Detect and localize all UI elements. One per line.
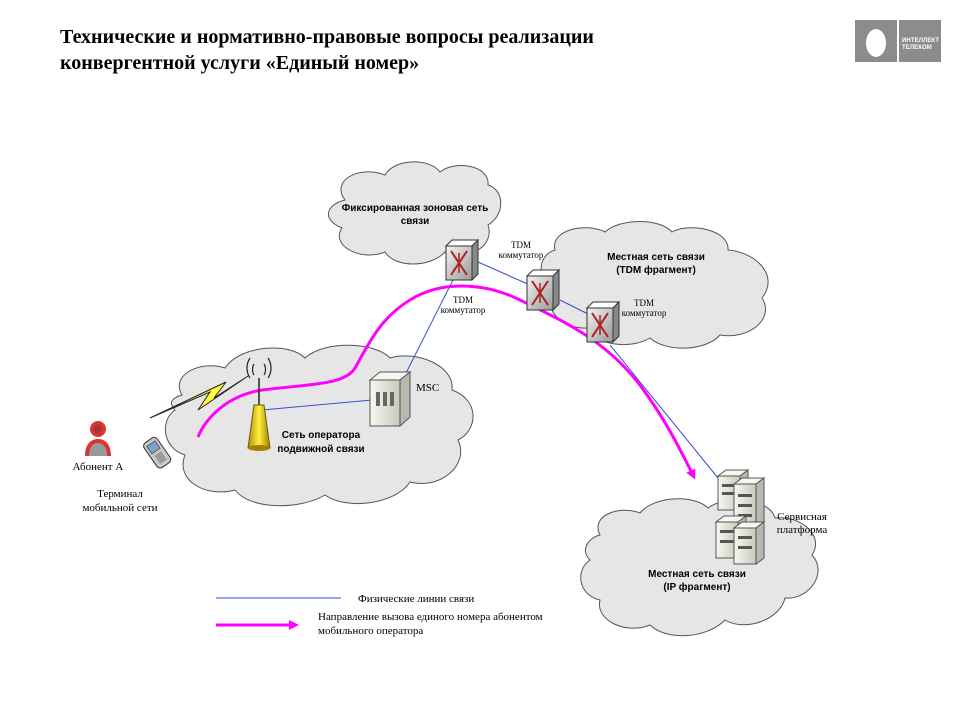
local-tdm-network-label-line-2: (TDM фрагмент) (616, 264, 696, 276)
tdm-switch-2-label-line-1: TDM (453, 295, 473, 305)
tdm-switch-1-label-line-2: коммутатор (499, 250, 544, 260)
cloud-fixed-zone-network (328, 161, 502, 265)
subscriber-person-icon (85, 421, 111, 456)
base-station-tower-icon (246, 357, 272, 451)
slide-title-line-2: конвергентной услуги «Единый номер» (60, 52, 420, 74)
tdm-switch-1-icon (444, 238, 480, 282)
legend: Физические линии связи Направление вызов… (216, 593, 543, 637)
cloud-mobile-operator-network (164, 344, 474, 507)
mobile-network-label-line-1: Сеть оператора (282, 430, 361, 441)
service-platform-label-line-2: платформа (777, 524, 828, 536)
link-tdm2-tdm3 (559, 299, 591, 316)
slide-title-line-1: Технические и нормативно-правовые вопрос… (60, 26, 594, 48)
tdm-switch-3-label-line-1: TDM (634, 298, 654, 308)
logo-brand-line-2: ТЕЛЕКОМ (902, 45, 932, 51)
radio-link-lightning-icon (149, 375, 249, 419)
fixed-zone-network-label-line-2: связи (401, 216, 430, 227)
subscriber-a-label: Абонент А (73, 461, 124, 473)
local-ip-network-label-line-1: Местная сеть связи (648, 569, 746, 580)
mobile-phone-icon (143, 436, 172, 469)
tdm-switch-2-label-line-2: коммутатор (441, 305, 486, 315)
terminal-label-line-2: мобильной сети (82, 502, 157, 514)
local-ip-network-label-line-2: (IP фрагмент) (663, 581, 730, 593)
company-logo: ИНТЕЛЛЕКТ ТЕЛЕКОМ (855, 20, 941, 62)
legend-direction-label-line-1: Направление вызова единого номера абонен… (318, 611, 543, 623)
msc-server-icon (368, 370, 412, 428)
tdm-switch-2-icon (525, 268, 561, 312)
tdm-switch-1-label-line-1: TDM (511, 240, 531, 250)
local-tdm-network-label-line-1: Местная сеть связи (607, 252, 705, 263)
tdm-switch-3-label-line-2: коммутатор (622, 308, 667, 318)
tdm-switch-3-icon (585, 300, 621, 344)
link-tower-msc (261, 399, 373, 411)
legend-direction-label-line-2: мобильного оператора (318, 625, 423, 637)
mobile-network-label-line-2: подвижной связи (277, 444, 364, 455)
logo-brand-line-1: ИНТЕЛЛЕКТ (902, 38, 940, 44)
legend-physical-label: Физические линии связи (358, 593, 474, 605)
physical-links (261, 261, 719, 479)
slide-title: Технические и нормативно-правовые вопрос… (60, 24, 820, 76)
terminal-label-line-1: Терминал (97, 488, 143, 500)
egg-logo-icon (855, 20, 897, 62)
link-tdm1-tdm2 (477, 261, 531, 286)
link-msc-tdm1 (399, 269, 459, 386)
fixed-zone-network-label-line-1: Фиксированная зоновая сеть (342, 203, 489, 214)
link-tdm3-service (609, 344, 719, 479)
service-platform-servers-icon (714, 469, 766, 565)
msc-label: MSC (416, 382, 439, 394)
service-platform-label-line-1: Сервисная (777, 511, 827, 523)
call-direction-path (196, 284, 696, 480)
logo-brand-box (899, 20, 941, 62)
